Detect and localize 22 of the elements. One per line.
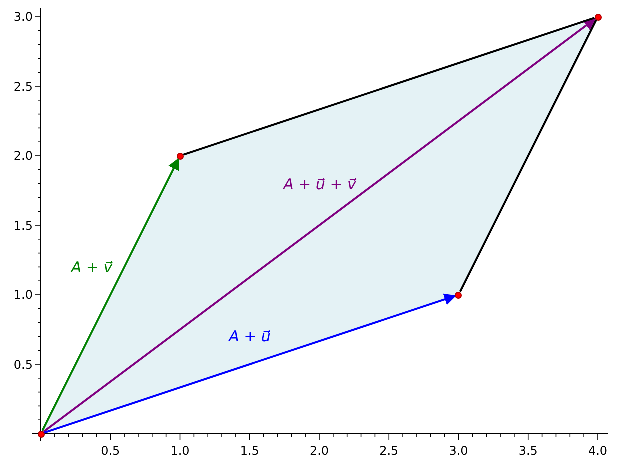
- edge-label: A + u⃗ + v⃗: [284, 178, 356, 192]
- tick-label: 1.0: [14, 289, 33, 301]
- edge-label: A + v⃗: [71, 260, 113, 276]
- tick-label: 1.0: [170, 445, 190, 457]
- point-marker: [38, 430, 44, 438]
- tick-label: 2.0: [14, 150, 33, 162]
- tick-label: 1.5: [240, 445, 260, 457]
- tick-label: 3.0: [14, 11, 33, 23]
- tick-label: 4.0: [588, 445, 608, 457]
- tick-label: 2.5: [380, 445, 399, 457]
- tick-label: 1.5: [14, 220, 33, 232]
- tick-label: 3.5: [518, 445, 538, 457]
- tick-label: 2.0: [310, 445, 330, 457]
- tick-label: 0.5: [101, 445, 120, 457]
- point-marker: [594, 14, 602, 20]
- arrow: [44, 294, 457, 434]
- arrow: [42, 158, 180, 432]
- edge-label: A + u⃗: [229, 330, 271, 344]
- tick-label: 0.5: [14, 358, 33, 370]
- point-marker: [176, 152, 184, 160]
- tick-label: 2.5: [14, 80, 33, 92]
- tick-label: 3.0: [449, 445, 468, 457]
